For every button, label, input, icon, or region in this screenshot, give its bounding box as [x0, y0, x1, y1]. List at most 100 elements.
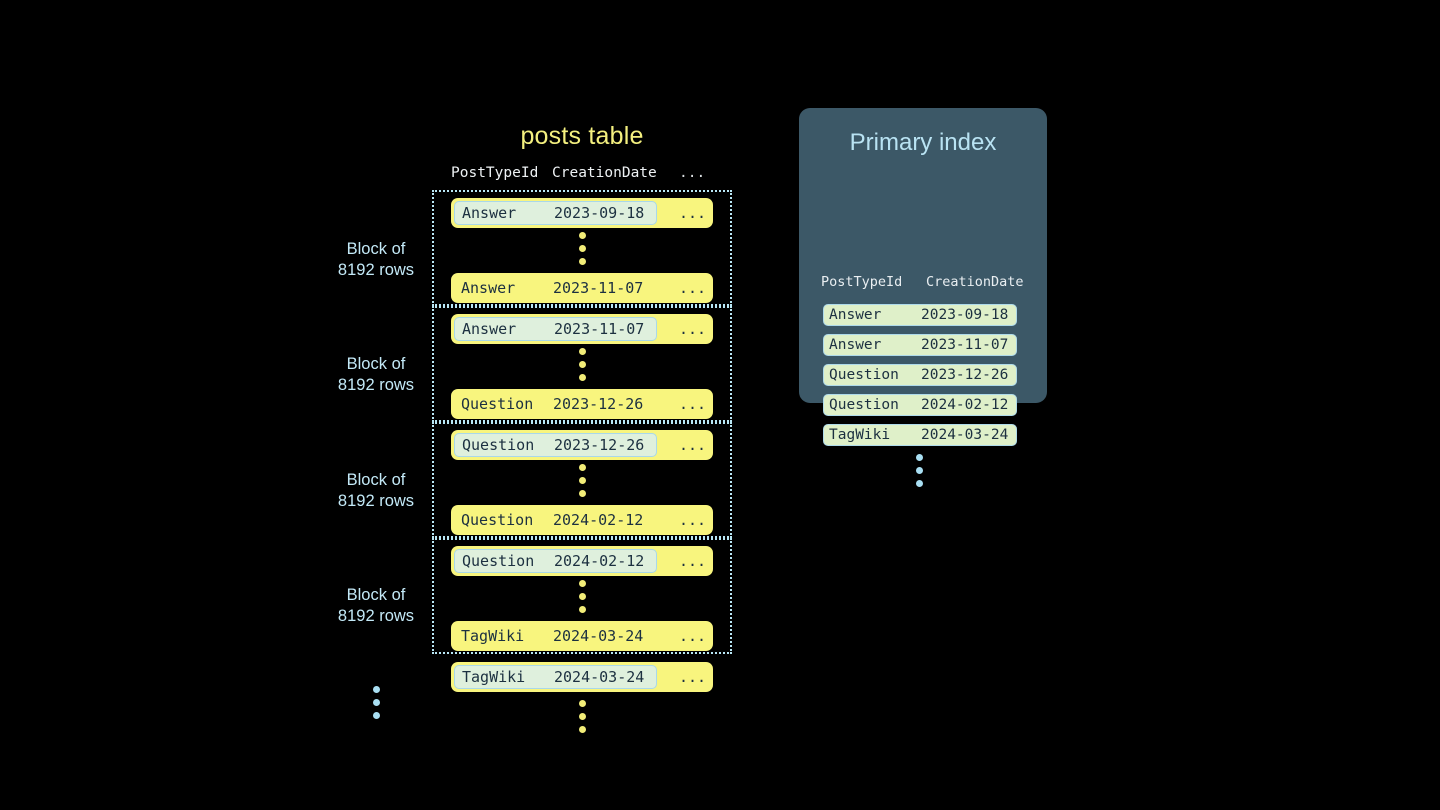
cell-posttypeid: Answer [829, 307, 882, 323]
column-header-more: ... [679, 165, 706, 181]
dot [578, 258, 586, 265]
row-highlight-cells: Question 2024-02-12 [454, 549, 657, 573]
table-continuation-dots [577, 700, 587, 733]
table-row[interactable]: Question 2024-02-12 ... [451, 546, 713, 576]
cell-posttypeid: TagWiki [462, 668, 526, 686]
cell-creationdate: 2024-02-12 [554, 552, 645, 570]
block-label-1: Block of 8192 rows [296, 239, 456, 281]
table-row[interactable]: Question 2023-12-26 ... [451, 430, 713, 460]
dot [915, 480, 923, 487]
primary-index-title: Primary index [849, 129, 997, 156]
dot [578, 700, 586, 707]
block-continuation-dots [371, 686, 381, 719]
cell-posttypeid: TagWiki [829, 427, 891, 443]
block-outline-4 [432, 538, 732, 654]
cell-creationdate: 2023-12-26 [553, 395, 644, 413]
dot [578, 726, 586, 733]
block-label-line2: 8192 rows [337, 492, 415, 510]
block-label-2: Block of 8192 rows [296, 354, 456, 396]
cell-creationdate: 2023-09-18 [921, 307, 1009, 323]
column-header-posttypeid: PostTypeId [451, 165, 539, 181]
dot [915, 454, 923, 461]
dot [578, 232, 586, 239]
cell-more: ... [679, 511, 707, 529]
column-header-posttypeid: PostTypeId [821, 274, 903, 290]
row-highlight-cells: Answer 2023-11-07 [454, 317, 657, 341]
cell-creationdate: 2024-02-12 [921, 397, 1009, 413]
cell-creationdate: 2023-11-07 [921, 337, 1009, 353]
cell-more: ... [679, 320, 707, 338]
row-highlight-cells: Answer 2023-09-18 [454, 201, 657, 225]
cell-posttypeid: Question [462, 552, 535, 570]
block-label-4: Block of 8192 rows [296, 585, 456, 627]
dot [578, 374, 586, 381]
dot [578, 348, 586, 355]
table-row[interactable]: TagWiki 2024-03-24 ... [451, 662, 713, 692]
cell-creationdate: 2023-12-26 [554, 436, 645, 454]
block-label-line2: 8192 rows [337, 261, 415, 279]
table-row[interactable]: Question 2024-02-12 ... [451, 505, 713, 535]
posts-table-column-headers: PostTypeId CreationDate ... [451, 165, 713, 187]
dot [578, 477, 586, 484]
column-header-creationdate: CreationDate [926, 274, 1024, 290]
row-cells: TagWiki 2024-03-24 [454, 624, 657, 648]
table-row[interactable]: Answer 2023-11-07 ... [451, 314, 713, 344]
dot [578, 490, 586, 497]
primary-index-column-headers: PostTypeId CreationDate [821, 274, 1031, 294]
index-row[interactable]: Question 2024-02-12 [823, 394, 1017, 416]
posts-table-diagram: posts table PostTypeId CreationDate ... … [296, 122, 732, 733]
cell-creationdate: 2023-11-07 [553, 279, 644, 297]
cell-posttypeid: Question [829, 397, 899, 413]
table-row[interactable]: Question 2023-12-26 ... [451, 389, 713, 419]
cell-posttypeid: Answer [462, 320, 517, 338]
dot [578, 245, 586, 252]
dot [372, 712, 380, 719]
cell-creationdate: 2024-03-24 [553, 627, 644, 645]
dot [578, 593, 586, 600]
block-label-line1: Block of [346, 355, 406, 373]
index-row[interactable]: Answer 2023-09-18 [823, 304, 1017, 326]
row-highlight-cells: TagWiki 2024-03-24 [454, 665, 657, 689]
cell-posttypeid: Answer [829, 337, 882, 353]
index-row[interactable]: Question 2023-12-26 [823, 364, 1017, 386]
index-row[interactable]: TagWiki 2024-03-24 [823, 424, 1017, 446]
dot [578, 361, 586, 368]
cell-creationdate: 2024-03-24 [554, 668, 645, 686]
table-row[interactable]: Answer 2023-11-07 ... [451, 273, 713, 303]
dot [578, 580, 586, 587]
cell-creationdate: 2023-11-07 [554, 320, 645, 338]
dot [578, 606, 586, 613]
cell-more: ... [679, 627, 707, 645]
cell-creationdate: 2023-12-26 [921, 367, 1009, 383]
table-row[interactable]: TagWiki 2024-03-24 ... [451, 621, 713, 651]
block-label-line1: Block of [346, 471, 406, 489]
cell-more: ... [679, 204, 707, 222]
primary-index-panel: Primary index PostTypeId CreationDate An… [799, 108, 1047, 487]
row-ellipsis-dots [577, 232, 587, 265]
cell-posttypeid: Answer [462, 204, 517, 222]
dot [578, 713, 586, 720]
cell-more: ... [679, 279, 707, 297]
cell-creationdate: 2024-02-12 [553, 511, 644, 529]
block-outline-1 [432, 190, 732, 306]
row-cells: Question 2024-02-12 [454, 508, 657, 532]
cell-more: ... [679, 668, 707, 686]
cell-creationdate: 2024-03-24 [921, 427, 1009, 443]
row-highlight-cells: Question 2023-12-26 [454, 433, 657, 457]
block-label-line2: 8192 rows [337, 376, 415, 394]
index-continuation-dots [914, 454, 924, 487]
block-label-line2: 8192 rows [337, 607, 415, 625]
cell-posttypeid: Question [461, 511, 534, 529]
block-outline-2 [432, 306, 732, 422]
index-row[interactable]: Answer 2023-11-07 [823, 334, 1017, 356]
table-row[interactable]: Answer 2023-09-18 ... [451, 198, 713, 228]
cell-more: ... [679, 552, 707, 570]
row-ellipsis-dots [577, 464, 587, 497]
cell-posttypeid: Question [829, 367, 899, 383]
posts-table-title: posts table [520, 122, 644, 150]
cell-more: ... [679, 436, 707, 454]
dot [915, 467, 923, 474]
row-cells: Question 2023-12-26 [454, 392, 657, 416]
cell-posttypeid: TagWiki [461, 627, 525, 645]
cell-posttypeid: Answer [461, 279, 516, 297]
